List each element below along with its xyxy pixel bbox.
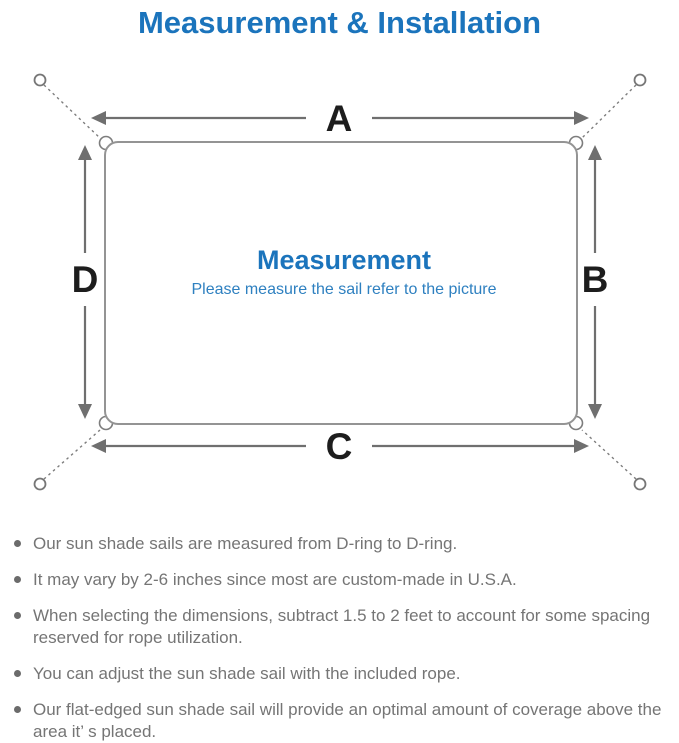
- dimension-label-d: D: [72, 259, 99, 300]
- list-item: Our flat-edged sun shade sail will provi…: [14, 699, 673, 743]
- measurement-installation-infographic: Measurement & Installation A: [0, 4, 679, 743]
- list-item: Our sun shade sails are measured from D-…: [14, 533, 673, 555]
- dimension-arrow-a: [91, 111, 589, 125]
- list-item: You can adjust the sun shade sail with t…: [14, 663, 673, 685]
- note-text: Our sun shade sails are measured from D-…: [33, 534, 458, 553]
- bullet-icon: [14, 540, 21, 547]
- diagram-subheading: Please measure the sail refer to the pic…: [191, 281, 496, 298]
- anchor-ring-top-right: [633, 73, 647, 87]
- dimension-label-b: B: [582, 259, 609, 300]
- note-text: Our flat-edged sun shade sail will provi…: [33, 700, 662, 741]
- anchor-ring-bottom-left: [33, 477, 47, 491]
- note-text: You can adjust the sun shade sail with t…: [33, 664, 461, 683]
- list-item: It may vary by 2-6 inches since most are…: [14, 569, 673, 591]
- bullet-icon: [14, 612, 21, 619]
- dimension-arrow-c: [91, 439, 589, 453]
- note-text: It may vary by 2-6 inches since most are…: [33, 570, 517, 589]
- bullet-icon: [14, 706, 21, 713]
- dimension-arrow-b: [588, 145, 602, 419]
- arrow-head-up-icon: [78, 145, 92, 160]
- bullet-icon: [14, 670, 21, 677]
- arrow-head-up-icon: [588, 145, 602, 160]
- diagram-heading: Measurement: [257, 245, 431, 275]
- sail-outline: [104, 141, 578, 425]
- tension-line-bottom-right: [581, 429, 637, 480]
- arrow-head-down-icon: [78, 404, 92, 419]
- page-title: Measurement & Installation: [137, 5, 542, 40]
- anchor-ring-bottom-right: [633, 477, 647, 491]
- arrow-head-right-icon: [574, 439, 589, 453]
- arrow-head-right-icon: [574, 111, 589, 125]
- notes-list: Our sun shade sails are measured from D-…: [0, 533, 679, 743]
- dimension-label-a: A: [326, 98, 353, 139]
- dimension-arrow-d: [78, 145, 92, 419]
- arrow-head-left-icon: [91, 439, 106, 453]
- arrow-head-left-icon: [91, 111, 106, 125]
- arrow-head-down-icon: [588, 404, 602, 419]
- note-text: When selecting the dimensions, subtract …: [33, 606, 651, 647]
- anchor-ring-top-left: [33, 73, 47, 87]
- tension-line-top-left: [43, 84, 101, 139]
- list-item: When selecting the dimensions, subtract …: [14, 605, 673, 649]
- measurement-diagram: A C D B Measurement Please measure the s…: [33, 73, 647, 491]
- tension-line-bottom-left: [43, 429, 101, 480]
- tension-line-top-right: [581, 84, 637, 139]
- bullet-icon: [14, 576, 21, 583]
- dimension-label-c: C: [326, 426, 353, 467]
